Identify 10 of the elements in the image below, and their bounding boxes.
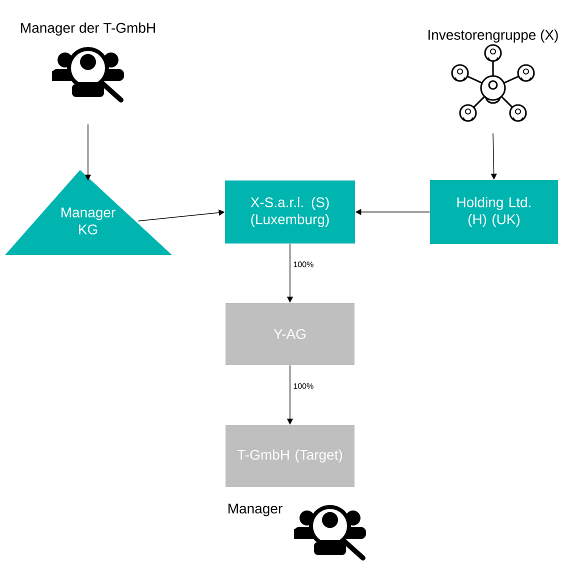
heading: Investorengruppe (X)	[428, 30, 558, 43]
heading: Manager der T-GmbH	[21, 22, 155, 36]
company-box: Y-AG	[226, 303, 354, 365]
company-box: T-GmbH (Target)	[226, 425, 354, 487]
company-box: Holding Ltd. (H) (UK)	[430, 180, 558, 244]
company-box: X-S.a.r.l. (S) (Luxemburg)	[225, 180, 355, 244]
partnership-triangle: Manager KG	[5, 170, 172, 255]
caption: Manager	[228, 504, 282, 516]
edge-label: 100%	[292, 260, 315, 268]
edge-label: 100%	[292, 382, 315, 390]
